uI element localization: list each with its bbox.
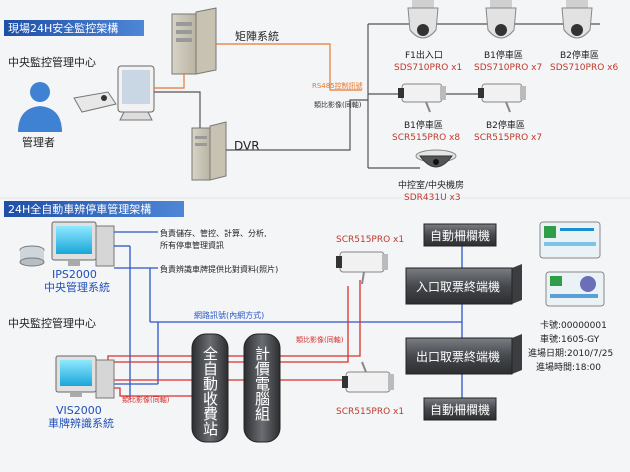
auto-gate-top: 自動柵欄機 <box>423 223 497 247</box>
dome-camera-f1-icon <box>407 0 439 39</box>
bullet-camera-b2-icon <box>478 83 526 113</box>
ptz-controller-icon <box>73 91 117 113</box>
ips-computer-icon <box>19 221 115 267</box>
rs485-label: RS485控制訊號 <box>312 81 363 90</box>
cam2-model: SDS710PRO x7 <box>474 63 542 73</box>
dvr-label: DVR <box>234 139 260 153</box>
ceiling-dome-camera-icon <box>415 149 457 168</box>
cam5-name: B2停車區 <box>486 119 525 131</box>
vis-name: VIS2000 <box>56 404 102 417</box>
bottom-header: 24H全自動車辨停車管理架構 <box>4 201 184 217</box>
ticket-plate: 車號:1605-GY <box>540 333 600 345</box>
svg-text:自動柵欄機: 自動柵欄機 <box>430 402 490 417</box>
cam6-model: SDR431U x3 <box>404 193 461 203</box>
auto-gate-bottom: 自動柵欄機 <box>423 397 497 421</box>
ticket-card: 卡號:00000001 <box>540 319 607 331</box>
ips-sub: 中央管理系統 <box>44 280 110 294</box>
matrix-server-icon <box>171 7 217 75</box>
cam4-model: SCR515PRO x8 <box>392 133 460 143</box>
svg-text:24H全自動車辨停車管理架構: 24H全自動車辨停車管理架構 <box>8 202 151 216</box>
ips-desc-2: 所有停車管理資訊 <box>160 240 224 250</box>
pricing-computer-pillar <box>243 333 281 443</box>
top-header: 現場24H安全監控架構 <box>4 20 144 36</box>
analog-label-1: 類比影像(同軸) <box>296 335 344 344</box>
svg-text:自動柵欄機: 自動柵欄機 <box>430 228 490 243</box>
cam3-model: SDS710PRO x6 <box>550 63 618 73</box>
dome-camera-b2-icon <box>561 0 593 39</box>
bullet-camera-entry-icon <box>336 251 388 285</box>
vis-sub: 車牌辨識系統 <box>48 416 114 430</box>
cam5-model: SCR515PRO x7 <box>474 133 542 143</box>
dvr-server-icon <box>191 121 227 181</box>
pillar-1-label: 全自動收費站 <box>201 345 219 436</box>
top-center-label: 中央監控管理中心 <box>8 55 96 69</box>
svg-text:入口取票終端機: 入口取票終端機 <box>416 279 500 294</box>
cam6-name: 中控室/中央機房 <box>398 179 464 191</box>
bullet-camera-exit-icon <box>342 361 394 393</box>
cam4-name: B1停車區 <box>404 119 443 131</box>
exit-kiosk: 出口取票終端機 <box>405 334 522 375</box>
svg-text:出口取票終端機: 出口取票終端機 <box>416 349 500 364</box>
parking-card-2-icon <box>545 271 605 307</box>
monitor-icon <box>117 65 155 121</box>
bullet-camera-b1-icon <box>398 83 446 113</box>
manager-label: 管理者 <box>22 135 55 149</box>
ticket-date: 進場日期:2010/7/25 <box>528 347 613 359</box>
cam2-name: B1停車區 <box>484 49 523 61</box>
cam3-name: B2停車區 <box>560 49 599 61</box>
network-label: 網路訊號(內網方式) <box>194 310 264 320</box>
entry-kiosk: 入口取票終端機 <box>405 264 522 305</box>
manager-person-icon <box>18 82 62 132</box>
cam1-name: F1出入口 <box>405 49 443 61</box>
ips-name: IPS2000 <box>52 268 97 281</box>
bottom-cam-top-model: SCR515PRO x1 <box>336 235 404 245</box>
bottom-cam-bottom-model: SCR515PRO x1 <box>336 407 404 417</box>
analog-label-2: 類比影像(同軸) <box>122 395 170 404</box>
lpr-desc: 負責辨識車牌提供比對資料(照片) <box>160 264 278 274</box>
ips-desc-1: 負責儲存、管控、計算、分析, <box>160 228 267 238</box>
ticket-time: 進場時間:18:00 <box>536 361 601 373</box>
top-wiring <box>154 23 600 169</box>
matrix-label: 矩陣系統 <box>235 29 279 43</box>
dome-camera-b1-icon <box>485 0 517 39</box>
svg-text:現場24H安全監控架構: 現場24H安全監控架構 <box>8 21 118 35</box>
bottom-center-label: 中央監控管理中心 <box>8 316 96 330</box>
cam1-model: SDS710PRO x1 <box>394 63 462 73</box>
toll-station-pillar <box>191 333 229 443</box>
vis-computer-icon <box>55 355 115 399</box>
parking-card-1-icon <box>539 221 601 259</box>
pillar-2-label: 計價電腦組 <box>253 346 271 421</box>
top-analog-label: 類比影像(同軸) <box>314 100 362 109</box>
